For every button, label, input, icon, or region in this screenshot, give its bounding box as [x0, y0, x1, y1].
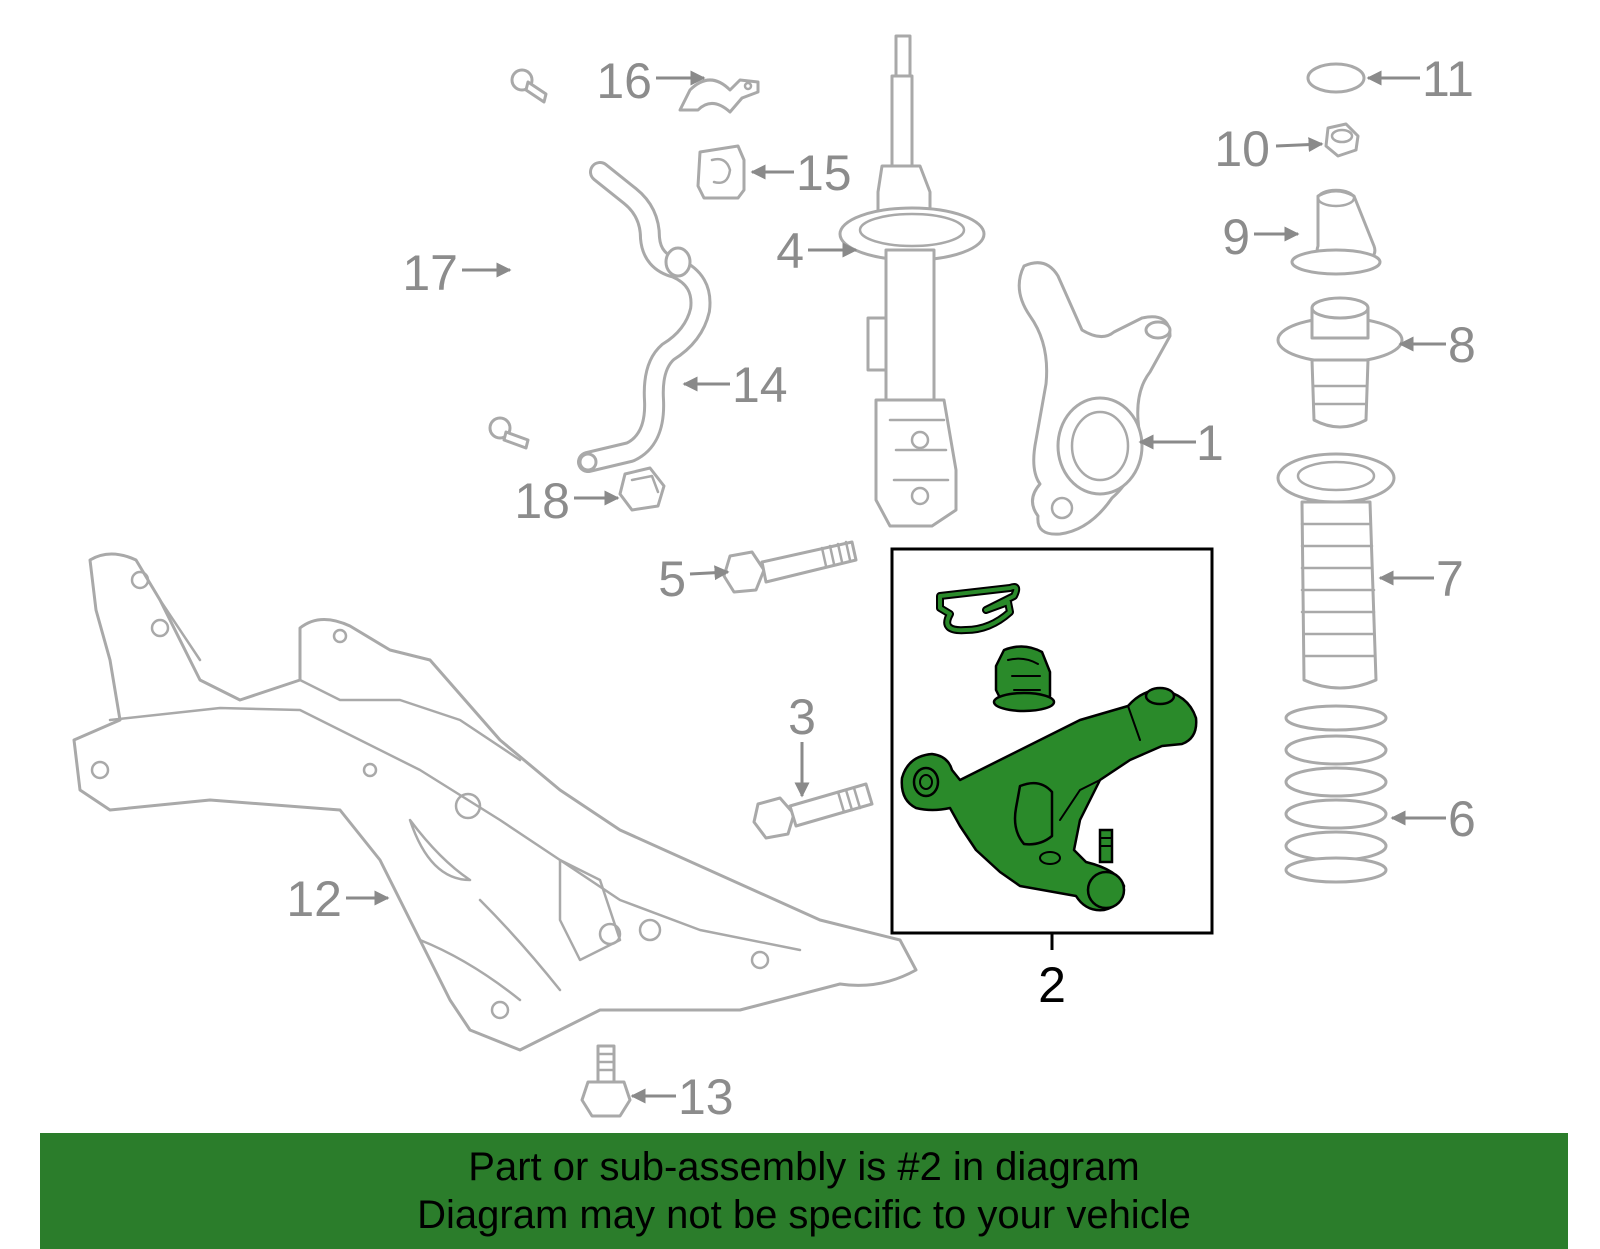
callout-9: 9	[1222, 209, 1250, 265]
bolt-part-3[interactable]	[752, 782, 874, 840]
callout-6: 6	[1448, 791, 1476, 847]
info-banner: Part or sub-assembly is #2 in diagram Di…	[40, 1133, 1568, 1249]
control-arm-assembly-part-2[interactable]	[890, 547, 1214, 935]
callout-4: 4	[776, 223, 804, 279]
banner-line-1: Part or sub-assembly is #2 in diagram	[468, 1145, 1140, 1189]
callout-12: 12	[286, 871, 342, 927]
callout-numbers: 1 2 3 4 5 6 7 8 9 10 11 12 13 14 15 16 1…	[286, 51, 1475, 1125]
bolt-part-5[interactable]	[722, 540, 858, 594]
callout-10: 10	[1214, 121, 1270, 177]
callout-17: 17	[402, 245, 458, 301]
stabilizer-bushing-part-15[interactable]	[696, 144, 746, 200]
callout-16: 16	[596, 53, 652, 109]
callout-14: 14	[732, 357, 788, 413]
callout-5: 5	[658, 551, 686, 607]
dust-boot-part-7[interactable]	[1276, 452, 1396, 690]
control-arm-bushing	[992, 645, 1056, 713]
stabilizer-link-part-17[interactable]	[488, 68, 548, 450]
crossmember-part-12[interactable]	[72, 552, 918, 1052]
callout-18: 18	[514, 473, 570, 529]
strut-mount-part-9[interactable]	[1290, 188, 1382, 276]
bushing-bracket-part-16[interactable]	[678, 78, 760, 114]
callout-3: 3	[788, 689, 816, 745]
callout-7: 7	[1436, 551, 1464, 607]
nut-part-18[interactable]	[618, 466, 666, 512]
spring-seat-part-8[interactable]	[1276, 296, 1404, 429]
callout-13: 13	[678, 1069, 734, 1125]
retaining-clip	[936, 583, 1021, 635]
leader-lines	[346, 70, 1446, 1104]
coil-spring-part-6[interactable]	[1284, 704, 1388, 884]
stabilizer-bar-part-14[interactable]	[577, 161, 712, 473]
insulator-ring-part-11[interactable]	[1306, 62, 1366, 94]
nut-part-10[interactable]	[1324, 122, 1360, 158]
callout-8: 8	[1448, 317, 1476, 373]
bolt-part-13[interactable]	[580, 1044, 632, 1118]
banner-line-2: Diagram may not be specific to your vehi…	[417, 1193, 1191, 1237]
callout-15: 15	[796, 145, 852, 201]
callout-2: 2	[1038, 957, 1066, 1013]
lower-control-arm	[900, 686, 1198, 912]
callout-1: 1	[1196, 415, 1224, 471]
callout-11: 11	[1422, 51, 1474, 107]
strut-part-4[interactable]	[838, 34, 986, 528]
steering-knuckle-part-1[interactable]	[1017, 261, 1172, 536]
